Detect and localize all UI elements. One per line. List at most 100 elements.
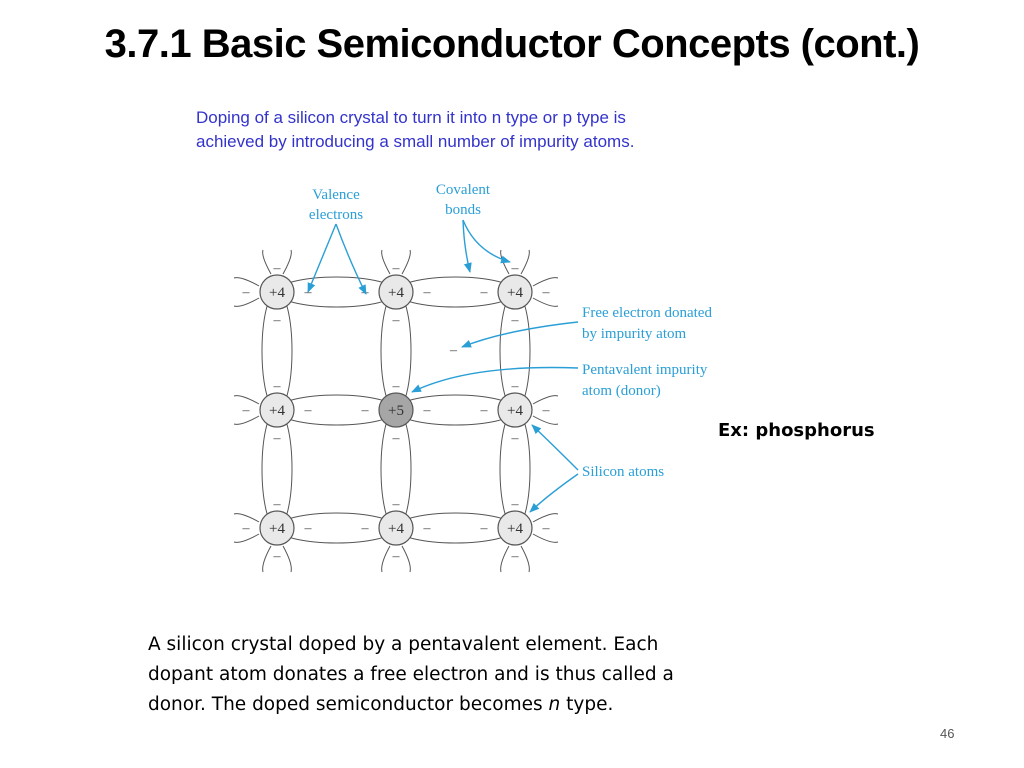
atom-charge-label: +4 [507, 285, 523, 301]
valence-electron: – [511, 313, 520, 328]
arrow-valence-2 [335, 223, 367, 295]
valence-electron: – [304, 285, 313, 300]
bond-edge [233, 415, 260, 425]
bond-edge [381, 249, 391, 275]
bond-edge [532, 297, 559, 307]
caption-line: dopant atom donates a free electron and … [148, 664, 674, 685]
example-text: Ex: phosphorus [718, 420, 875, 441]
caption-text: donor. The doped semiconductor becomes [148, 694, 549, 715]
silicon-atom [259, 274, 295, 310]
atom-charge-label: +4 [269, 521, 285, 537]
arrow-silicon-1 [531, 424, 579, 471]
valence-electron: – [423, 403, 432, 418]
valence-electron: – [480, 521, 489, 536]
valence-electron: – [361, 403, 370, 418]
label-covalent-bonds: Covalent [436, 182, 491, 198]
arrow-free-electron [461, 321, 579, 348]
valence-electron: – [273, 313, 282, 328]
caption-line: donor. The doped semiconductor becomes n… [148, 690, 768, 720]
bond-edge [262, 249, 272, 275]
valence-electron: – [273, 261, 282, 276]
arrow-silicon-2 [529, 473, 579, 513]
label-free-electron: by impurity atom [582, 326, 686, 342]
atom-charge-label: +4 [388, 521, 404, 537]
arrow-valence-1 [307, 223, 337, 293]
valence-electron: – [511, 549, 520, 564]
label-valence-electrons: Valence [312, 187, 360, 203]
valence-electron: – [392, 313, 401, 328]
valence-electron: – [480, 403, 489, 418]
figure-caption: A silicon crystal doped by a pentavalent… [148, 630, 768, 720]
label-pentavalent-impurity: atom (donor) [582, 383, 661, 399]
silicon-atom [497, 392, 533, 428]
bond-edge [233, 395, 260, 405]
atom-charge-label: +4 [269, 285, 285, 301]
valence-electron: – [423, 521, 432, 536]
valence-electron: – [392, 431, 401, 446]
valence-electron: – [542, 521, 551, 536]
bond-edge [532, 277, 559, 287]
silicon-atom [259, 392, 295, 428]
page-number: 46 [940, 726, 955, 741]
bond-edge [262, 545, 272, 573]
caption-text: type. [560, 694, 614, 715]
valence-electron: – [511, 431, 520, 446]
donor-atom [378, 392, 414, 428]
label-free-electron: Free electron donated [582, 305, 712, 321]
silicon-atom [378, 510, 414, 546]
bond-edge [500, 545, 510, 573]
valence-electron: – [273, 379, 282, 394]
bond-edge [401, 545, 411, 573]
valence-electron: – [273, 431, 282, 446]
label-valence-electrons: electrons [309, 207, 363, 223]
valence-electron: – [361, 521, 370, 536]
valence-electron: – [480, 285, 489, 300]
valence-electron: – [242, 521, 251, 536]
bond-edge [233, 533, 260, 543]
valence-electron: – [392, 261, 401, 276]
valence-electron: – [392, 497, 401, 512]
bond-edge [532, 533, 559, 543]
bond-edge [381, 545, 391, 573]
atom-charge-label: +4 [388, 285, 404, 301]
label-covalent-bonds: bonds [445, 202, 481, 218]
valence-electron: – [511, 497, 520, 512]
caption-italic-n: n [548, 694, 561, 715]
bond-edge [401, 249, 411, 275]
valence-electron: – [242, 285, 251, 300]
valence-electron: – [273, 497, 282, 512]
free-electron-mark: – [449, 343, 458, 358]
caption-line: A silicon crystal doped by a pentavalent… [148, 634, 659, 655]
intro-line: achieved by introducing a small number o… [196, 132, 635, 151]
arrow-covalent-1 [462, 219, 472, 273]
atom-charge-label: +4 [507, 521, 523, 537]
arrow-donor [411, 366, 579, 393]
bond-edge [520, 249, 530, 275]
silicon-atom [259, 510, 295, 546]
valence-electron: – [511, 379, 520, 394]
label-silicon-atoms: Silicon atoms [582, 464, 664, 480]
valence-electron: – [511, 261, 520, 276]
arrow-covalent-2 [462, 219, 511, 264]
intro-text: Doping of a silicon crystal to turn it i… [196, 106, 776, 154]
silicon-atom [497, 274, 533, 310]
bond-edge [532, 415, 559, 425]
valence-electron: – [242, 403, 251, 418]
silicon-atom [378, 274, 414, 310]
valence-electron: – [392, 379, 401, 394]
bond-edge [282, 545, 292, 573]
valence-electron: – [273, 549, 282, 564]
atom-charge-label: +4 [269, 403, 285, 419]
intro-line: Doping of a silicon crystal to turn it i… [196, 108, 626, 127]
silicon-atom [497, 510, 533, 546]
label-pentavalent-impurity: Pentavalent impurity [582, 362, 708, 378]
atom-charge-label: +5 [388, 403, 404, 419]
bond-edge [282, 249, 292, 275]
valence-electron: – [392, 549, 401, 564]
bond-edge [532, 513, 559, 523]
valence-electron: – [542, 285, 551, 300]
valence-electron: – [304, 403, 313, 418]
valence-electron: – [423, 285, 432, 300]
bond-edge [520, 545, 530, 573]
